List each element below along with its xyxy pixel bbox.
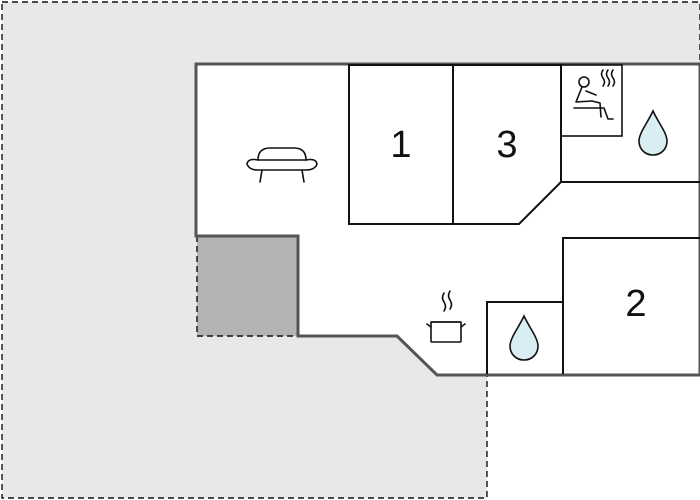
house-outline [194,62,700,377]
terrace-dashed-edge [196,236,330,337]
room-label-2: 2 [625,283,646,325]
sofa-icon [246,147,318,183]
room-label-1: 1 [390,124,411,166]
water-drop-icon [509,314,539,361]
sauna [560,64,623,137]
room-bedroom-2 [562,237,700,374]
room-label-3: 3 [496,124,517,166]
cooking-pot-icon [426,290,466,343]
room-bedroom-3 [452,64,562,225]
bathroom-lower [486,301,563,374]
sauna-icon [573,69,616,120]
water-drop-icon [638,109,668,156]
terrace [197,236,297,336]
